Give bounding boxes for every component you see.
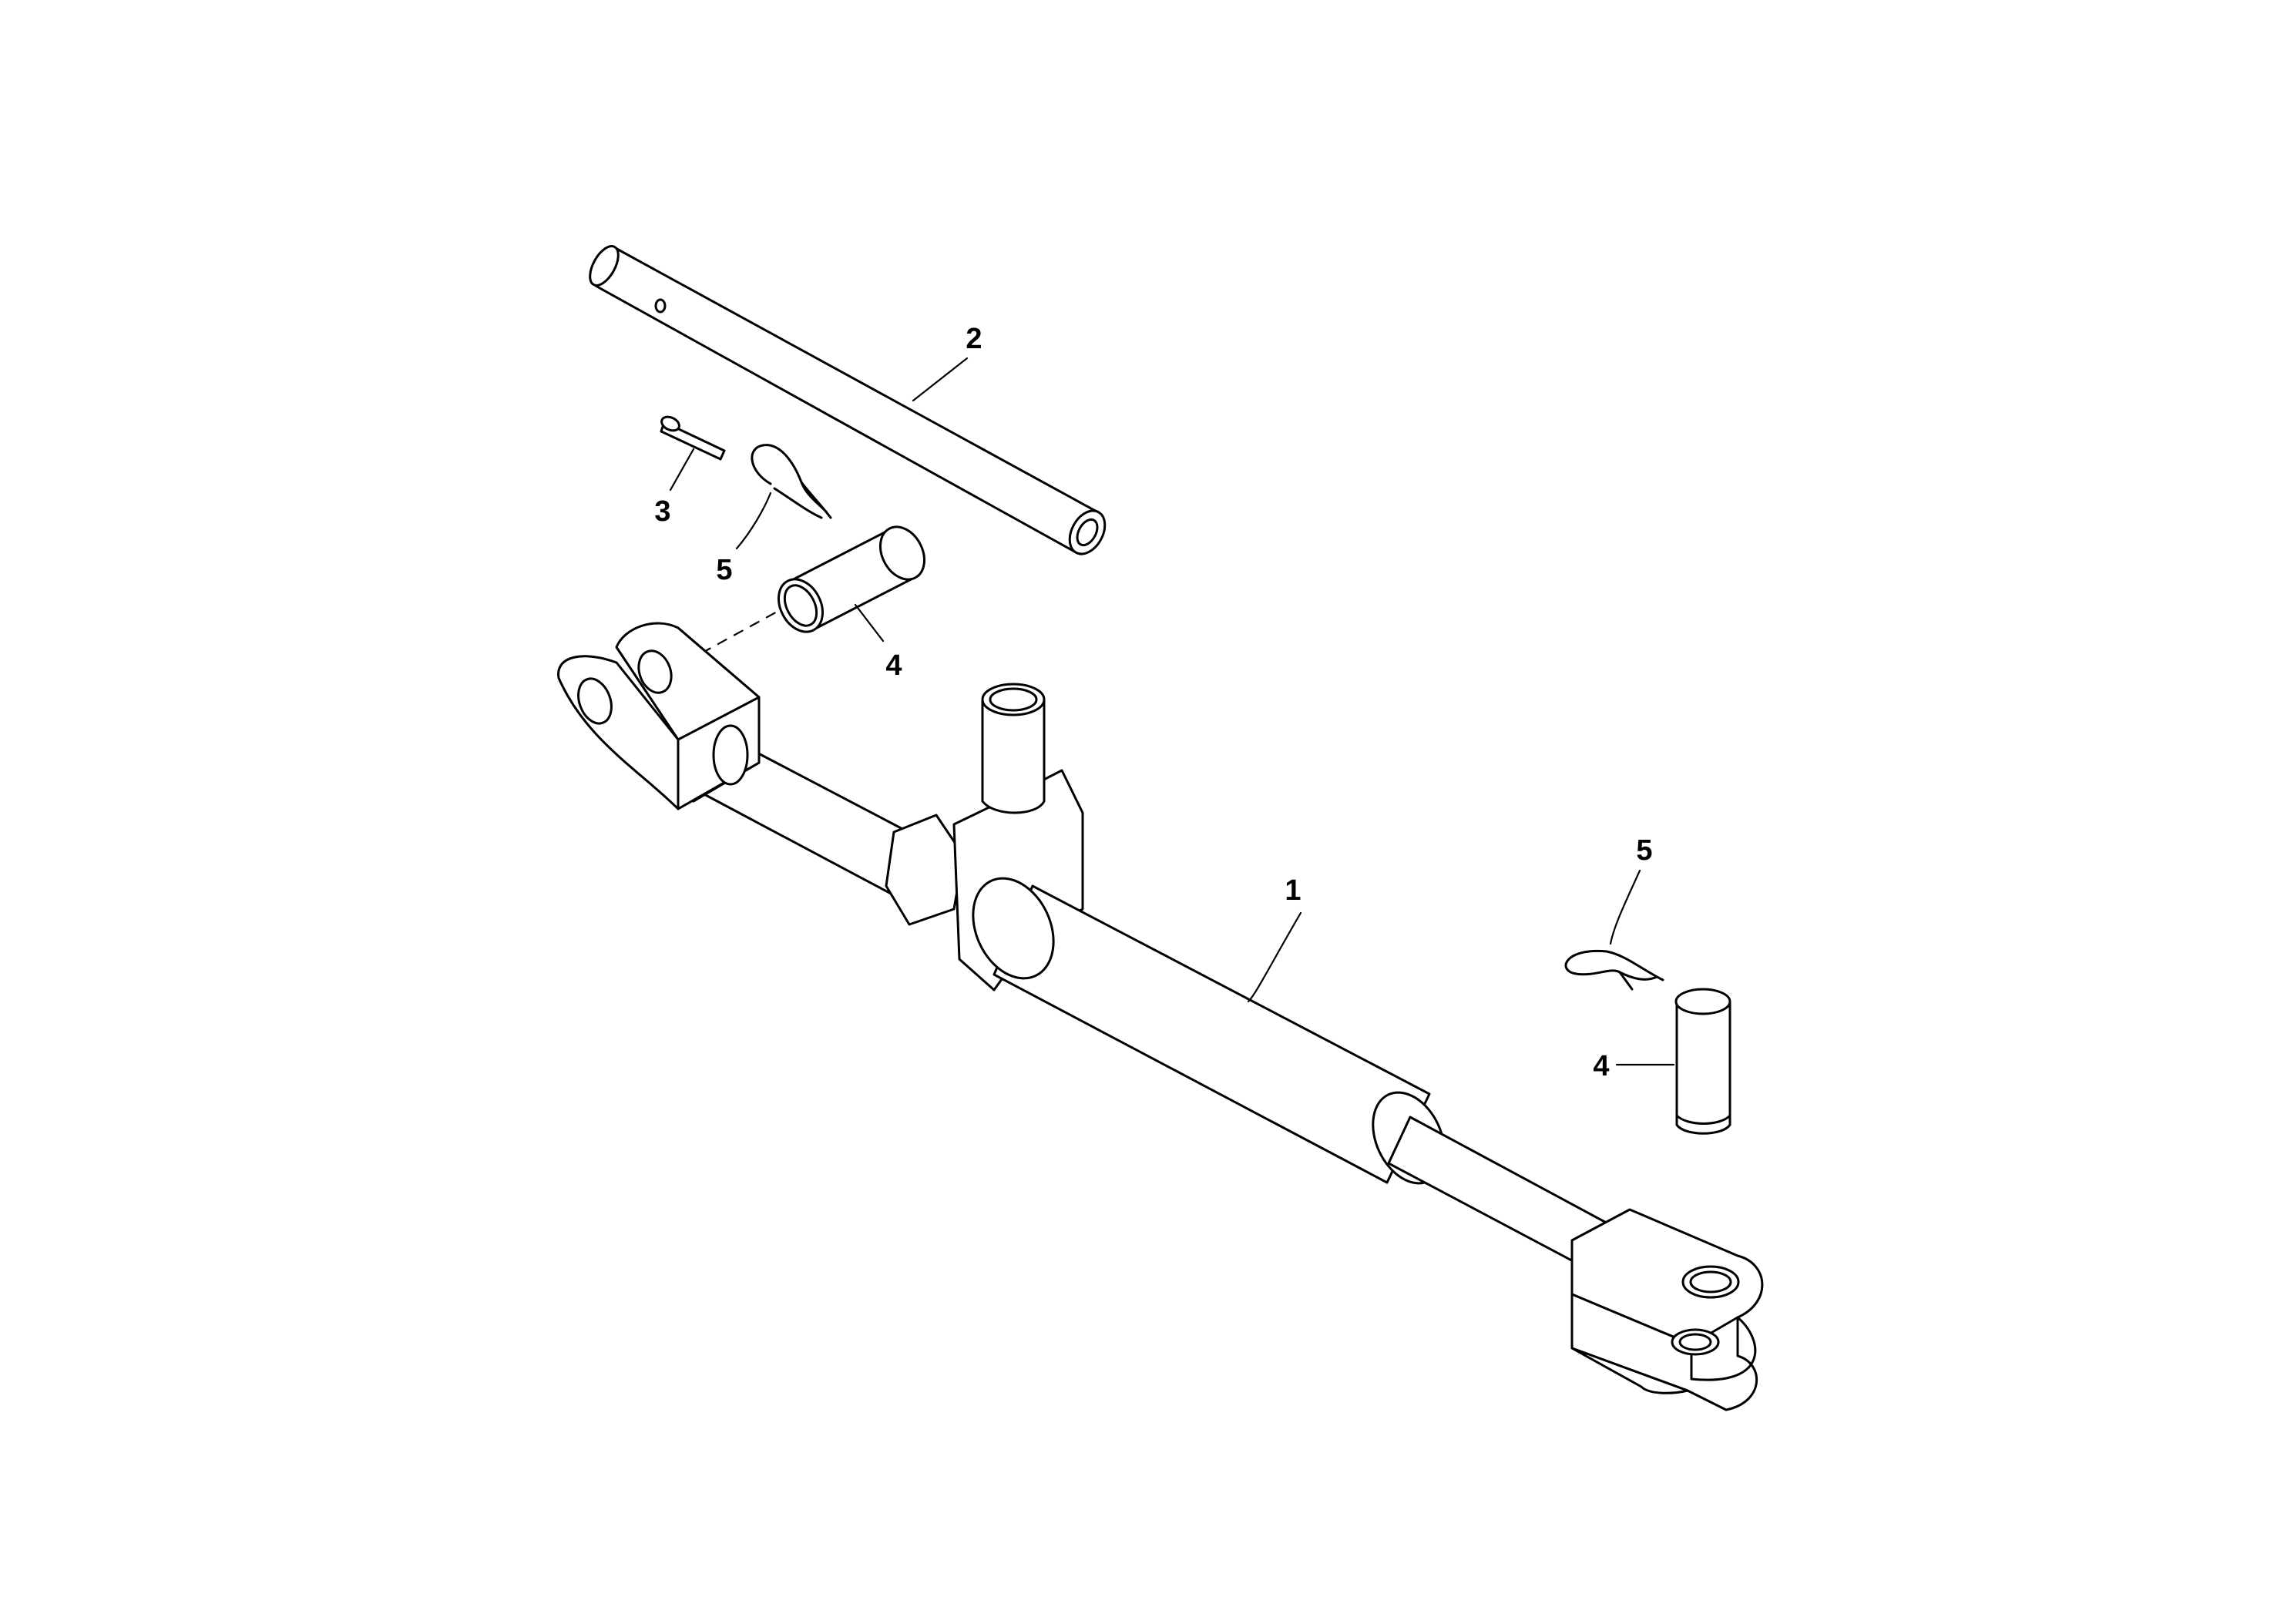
callout-3: 3 xyxy=(654,495,670,528)
part-top-link xyxy=(557,622,1764,1411)
leader-2 xyxy=(912,357,969,402)
assembly-line xyxy=(700,609,781,654)
part-r-clip-lower xyxy=(1564,949,1664,991)
callout-5-lower: 5 xyxy=(1636,834,1652,867)
part-r-clip-upper xyxy=(751,444,832,519)
leader-3 xyxy=(669,448,695,492)
callout-labels: 1 2 3 4 4 5 5 xyxy=(654,323,1652,1082)
leader-1 xyxy=(1247,911,1302,1003)
callout-1: 1 xyxy=(1285,874,1301,907)
callout-2: 2 xyxy=(966,323,982,355)
part-clevis-pin-lower xyxy=(1674,988,1731,1135)
part-pin-long xyxy=(589,245,1107,555)
leader-5b xyxy=(1609,869,1641,945)
callout-5-upper: 5 xyxy=(716,554,732,586)
part-clevis-pin-upper xyxy=(777,525,926,633)
callout-4-upper: 4 xyxy=(885,649,902,682)
leader-lines xyxy=(669,357,1675,1066)
leader-5a xyxy=(735,492,772,550)
leader-4a xyxy=(854,603,885,643)
part-split-pin xyxy=(660,415,726,461)
callout-4-lower: 4 xyxy=(1593,1050,1609,1082)
